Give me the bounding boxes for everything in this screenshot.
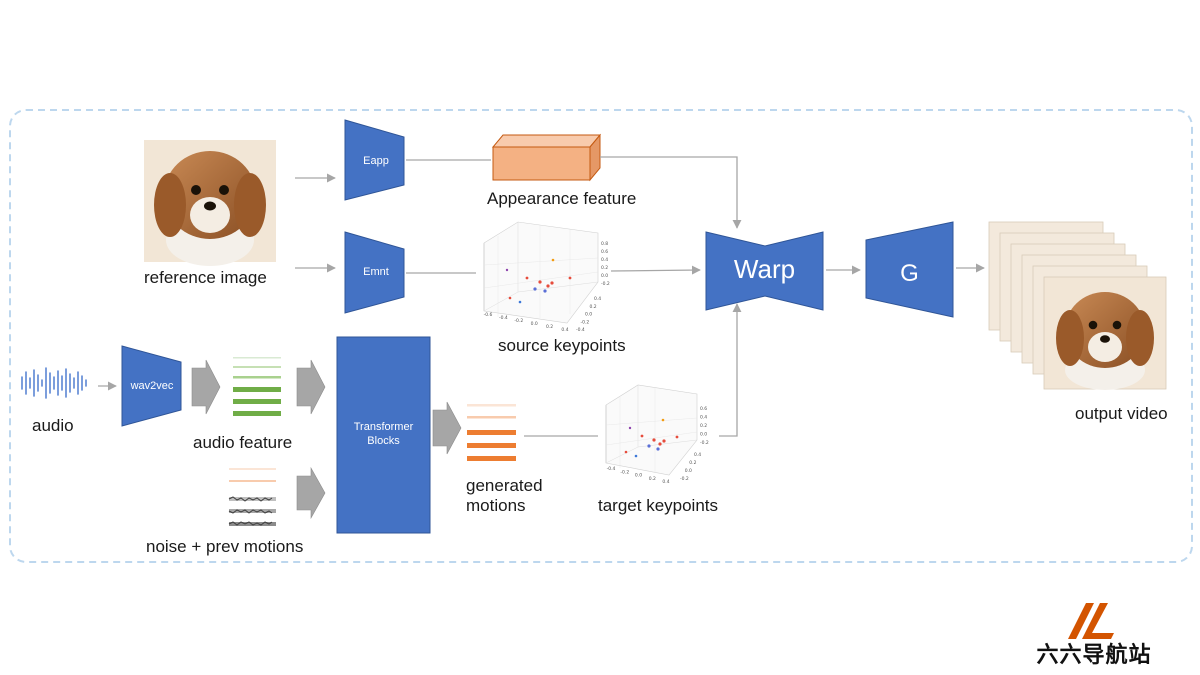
- target-plot-x-tick: 0.4: [662, 479, 669, 485]
- source-plot-z-tick: 0.0: [601, 273, 608, 279]
- target-plot-y-tick: 0.2: [689, 460, 696, 466]
- wav2vec-label: wav2vec: [130, 380, 174, 392]
- target-plot-y-tick: 0.4: [694, 452, 701, 458]
- transformer-blocks: [336, 336, 431, 534]
- outer-dashed-frame: [9, 109, 1193, 563]
- audio-waveform-icon: [21, 367, 87, 399]
- source-plot-x-ticks: -0.6 -0.4 -0.2 0.0 0.2 0.4: [484, 312, 569, 333]
- output-video-label: output video: [1075, 404, 1168, 423]
- target-plot-x-tick: -0.2: [620, 469, 629, 475]
- target-plot-z-tick: 0.0: [700, 432, 707, 438]
- transformer-label: Transformer Blocks: [353, 421, 414, 447]
- source-plot-y-tick: -0.2: [581, 319, 590, 325]
- source-plot-z-tick: 0.6: [601, 249, 608, 255]
- target-plot-y-tick: -0.2: [680, 476, 689, 482]
- noise-prev-motions-label: noise + prev motions: [146, 537, 304, 556]
- generator-g-block: [865, 221, 954, 318]
- source-plot-x-tick: -0.4: [499, 315, 508, 321]
- audio-label: audio: [32, 416, 74, 435]
- target-plot-x-tick: 0.2: [649, 476, 656, 482]
- source-keypoints-label: source keypoints: [498, 336, 626, 355]
- audio-feature-label: audio feature: [193, 433, 293, 452]
- target-plot-y-tick: 0.0: [685, 468, 692, 474]
- source-plot-x-tick: 0.2: [546, 324, 553, 330]
- reference-image-label: reference image: [144, 268, 267, 287]
- g-label: G: [900, 260, 919, 287]
- target-plot-z-tick: 0.4: [700, 415, 707, 421]
- audio-feature-bars: [233, 357, 281, 416]
- chevron-arrow-to-transformer-top-icon: [296, 359, 326, 415]
- noise-prev-motions-bars: [228, 468, 276, 526]
- source-plot-y-tick: 0.4: [594, 296, 601, 302]
- target-plot-z-tick: 0.6: [700, 406, 707, 412]
- appearance-feature-box: [491, 133, 602, 182]
- output-video-frames: [988, 221, 1167, 390]
- emnt-encoder-block: [344, 231, 405, 314]
- source-plot-y-tick: 0.0: [585, 312, 592, 318]
- source-plot-z-tick: -0.2: [601, 281, 610, 287]
- emnt-label: Emnt: [363, 266, 389, 278]
- target-keypoints-label: target keypoints: [598, 496, 719, 515]
- target-plot-z-ticks: 0.6 0.4 0.2 0.0 -0.2: [700, 406, 709, 446]
- chevron-arrow-generated-motions-icon: [432, 401, 462, 455]
- source-plot-y-tick: -0.4: [576, 327, 585, 333]
- eapp-label: Eapp: [363, 155, 389, 167]
- target-plot-x-tick: -0.4: [607, 466, 616, 472]
- source-plot-x-tick: 0.4: [561, 327, 568, 333]
- source-plot-z-ticks: 0.8 0.6 0.4 0.2 0.0 -0.2: [601, 241, 610, 287]
- source-plot-z-tick: 0.4: [601, 257, 608, 263]
- chevron-arrow-to-transformer-bottom-icon: [296, 466, 326, 520]
- watermark-emblem-icon: [1068, 603, 1114, 639]
- warp-block: [705, 231, 824, 311]
- source-plot-z-tick: 0.8: [601, 241, 608, 247]
- source-plot-x-tick: -0.2: [514, 318, 523, 324]
- watermark-text: 六六导航站: [1036, 643, 1152, 668]
- generated-motions-bars: [467, 404, 516, 461]
- target-plot-z-tick: 0.2: [700, 423, 707, 429]
- source-plot-y-tick: 0.2: [590, 304, 597, 310]
- source-plot-z-tick: 0.2: [601, 265, 608, 271]
- connector-arrows: [98, 156, 985, 437]
- target-plot-x-ticks: -0.4 -0.2 0.0 0.2 0.4: [607, 466, 670, 485]
- watermark-logo: 六六导航站: [1024, 599, 1164, 669]
- reference-image: [144, 140, 276, 266]
- source-plot-x-tick: 0.0: [531, 321, 538, 327]
- source-keypoints-plot: [483, 221, 599, 324]
- target-keypoints-plot: [605, 384, 698, 476]
- chevron-arrow-audio-feature-icon: [191, 359, 221, 415]
- generated-motions-label: generated motions: [466, 476, 543, 515]
- eapp-encoder-block: [344, 119, 405, 201]
- target-plot-z-tick: -0.2: [700, 440, 709, 446]
- warp-label: Warp: [733, 254, 796, 284]
- wav2vec-block: [121, 345, 182, 427]
- source-plot-x-tick: -0.6: [484, 312, 493, 318]
- appearance-feature-label: Appearance feature: [487, 189, 637, 208]
- source-plot-y-ticks: 0.4 0.2 0.0-0.2 -0.4: [576, 296, 601, 333]
- target-plot-x-tick: 0.0: [635, 473, 642, 479]
- target-plot-y-ticks: 0.4 0.2 0.0 -0.2: [680, 452, 701, 482]
